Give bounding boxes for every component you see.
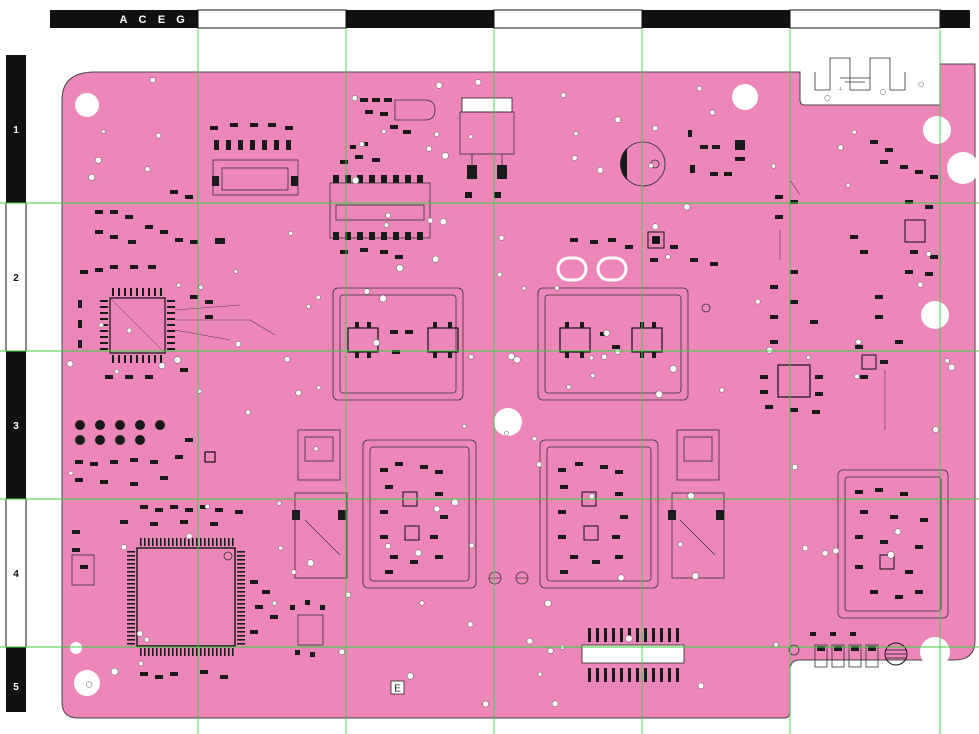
connector-text: ⊥ <box>838 86 842 92</box>
ruler-seg-4 <box>493 9 643 29</box>
mounting-holes <box>70 84 979 696</box>
reference-grid <box>0 30 979 734</box>
shield-can-upper-right <box>537 287 711 401</box>
hole-bottom-right <box>920 637 950 667</box>
top-right-connector: ⊥ <box>814 57 906 92</box>
via-holes <box>66 77 956 708</box>
ruler-seg-2 <box>197 9 347 29</box>
round-capacitor <box>620 130 745 187</box>
row-label-4: 4 <box>13 569 19 580</box>
left-ruler-seg-1 <box>6 55 26 203</box>
ruler-seg-3 <box>346 10 494 28</box>
left-ruler-seg-5 <box>6 647 26 712</box>
hole-right-notch <box>947 152 979 184</box>
row-label-5: 5 <box>13 682 19 693</box>
bottom-right-components <box>788 632 908 668</box>
marker-label: E <box>394 684 401 695</box>
hole-center <box>494 408 522 436</box>
left-middle-components <box>75 420 216 486</box>
left-ruler-seg-3 <box>6 351 26 499</box>
row-label-3: 3 <box>13 421 19 432</box>
column-label-a: A <box>120 14 129 26</box>
left-upper-ic <box>78 190 276 379</box>
hole-right-upper <box>923 116 951 144</box>
right-upper-components <box>760 140 938 430</box>
row-label-1: 1 <box>13 125 19 136</box>
voltage-regulator <box>459 97 515 198</box>
bottom-marker: E <box>390 680 405 695</box>
column-label-g: G <box>176 14 186 26</box>
ruler-seg-7 <box>940 10 970 28</box>
center-top-pads <box>556 231 718 282</box>
top-center-parts <box>329 98 436 259</box>
shield-can-right <box>837 469 949 619</box>
ruler-seg-6 <box>789 9 941 29</box>
hole-top-left <box>75 93 99 117</box>
column-label-e: E <box>158 14 166 26</box>
top-ruler: A C E G <box>50 9 970 29</box>
center-bottom-parts <box>488 571 529 585</box>
row-label-2: 2 <box>13 273 19 284</box>
ruler-seg-1 <box>50 10 198 28</box>
shield-can-lower-left <box>362 439 477 589</box>
coil-left <box>292 429 348 579</box>
top-left-connector <box>210 123 299 196</box>
left-ruler: 1 2 3 4 5 <box>5 55 27 712</box>
hole-right-mid <box>921 301 949 329</box>
hole-top-right <box>732 84 758 110</box>
main-processor-ic <box>71 505 325 679</box>
bottom-connector <box>581 628 685 682</box>
hole-bottom-left-small <box>70 642 82 654</box>
column-label-c: C <box>139 14 148 26</box>
shield-can-lower-right <box>539 439 659 589</box>
ruler-seg-5 <box>642 10 790 28</box>
